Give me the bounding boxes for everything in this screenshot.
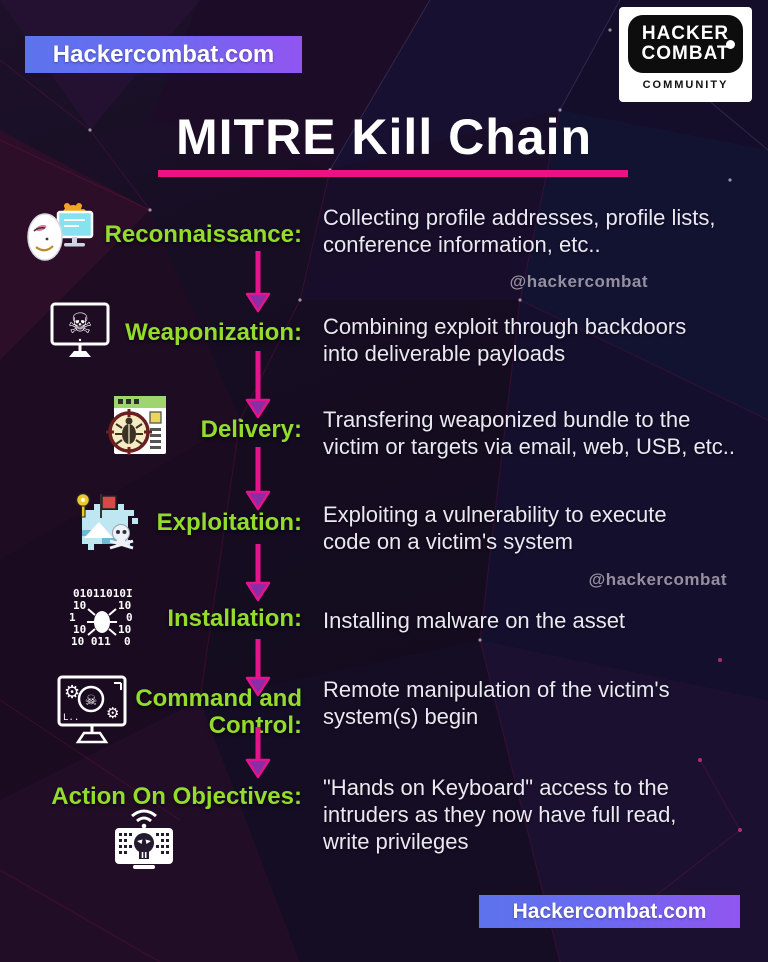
svg-text:☠: ☠ <box>85 693 98 709</box>
stage-label-action-on-objectives: Action On Objectives: <box>51 783 302 810</box>
svg-text:☠: ☠ <box>67 307 92 340</box>
site-badge-top: Hackercombat.com <box>25 36 302 73</box>
site-badge-bottom: Hackercombat.com <box>479 895 740 928</box>
stage-desc-exploitation: Exploiting a vulnerability to execute co… <box>323 502 667 554</box>
stage-label-reconnaissance: Reconnaissance: <box>104 221 302 248</box>
page-title: MITRE Kill Chain <box>176 109 592 165</box>
logo-community-label: COMMUNITY <box>642 79 729 91</box>
svg-text:10: 10 <box>118 599 131 612</box>
hackercombat-logo: HACKER COMBAT COMMUNITY <box>619 7 752 102</box>
skull-monitor-wifi-icon <box>115 809 173 869</box>
stage-desc-action-on-objectives: "Hands on Keyboard" access to the intrud… <box>323 775 677 854</box>
svg-text:10: 10 <box>73 599 86 612</box>
logo-line2: COMBAT <box>641 43 730 64</box>
logo-line1: HACKER <box>641 23 730 44</box>
svg-text:L..: L.. <box>63 713 79 723</box>
down-arrow <box>245 251 271 313</box>
site-badge-top-label: Hackercombat.com <box>52 40 275 68</box>
watermark-handle: @hackercombat <box>588 570 727 589</box>
site-badge-bottom-label: Hackercombat.com <box>512 899 707 923</box>
stage-label-installation: Installation: <box>167 605 302 632</box>
monitor-gears-skull-icon: ⚙ ⚙ ☠ L.. <box>57 675 127 744</box>
bug-target-browser-icon <box>106 396 166 455</box>
svg-text:0: 0 <box>124 635 131 648</box>
svg-text:10: 10 <box>73 623 86 636</box>
stage-desc-command-and-control: Remote manipulation of the victim's syst… <box>323 677 670 729</box>
svg-text:⚙: ⚙ <box>64 682 80 703</box>
exploit-flag-key-skull-icon <box>75 492 138 550</box>
svg-text:01011010I: 01011010I <box>73 587 133 600</box>
down-arrow <box>245 639 271 697</box>
down-arrow <box>245 544 271 602</box>
skull-monitor-icon: ☠ <box>50 302 110 357</box>
stage-desc-weaponization: Combining exploit through backdoors into… <box>323 314 687 366</box>
stage-desc-reconnaissance: Collecting profile addresses, profile li… <box>323 205 716 257</box>
svg-text:⚙: ⚙ <box>106 704 119 722</box>
down-arrow <box>245 447 271 511</box>
svg-text:0: 0 <box>126 611 133 624</box>
stage-label-exploitation: Exploitation: <box>156 509 302 536</box>
stage-label-command-and-control: Command and Control: <box>135 685 302 739</box>
logo-dot-icon <box>726 40 735 49</box>
svg-text:1: 1 <box>69 611 76 624</box>
svg-text:10: 10 <box>118 623 131 636</box>
down-arrow <box>245 351 271 419</box>
title-underline <box>158 170 628 177</box>
mask-gear-monitor-icon <box>27 203 94 261</box>
stage-desc-installation: Installing malware on the asset <box>323 608 626 633</box>
svg-text:10 011: 10 011 <box>71 635 111 648</box>
stage-label-delivery: Delivery: <box>200 416 302 443</box>
down-arrow <box>245 727 271 779</box>
stage-desc-delivery: Transfering weaponized bundle to the vic… <box>323 407 736 459</box>
stage-label-weaponization: Weaponization: <box>125 319 302 346</box>
watermark-handle: @hackercombat <box>509 272 648 291</box>
hackercombat-logo-plate: HACKER COMBAT <box>628 15 743 73</box>
